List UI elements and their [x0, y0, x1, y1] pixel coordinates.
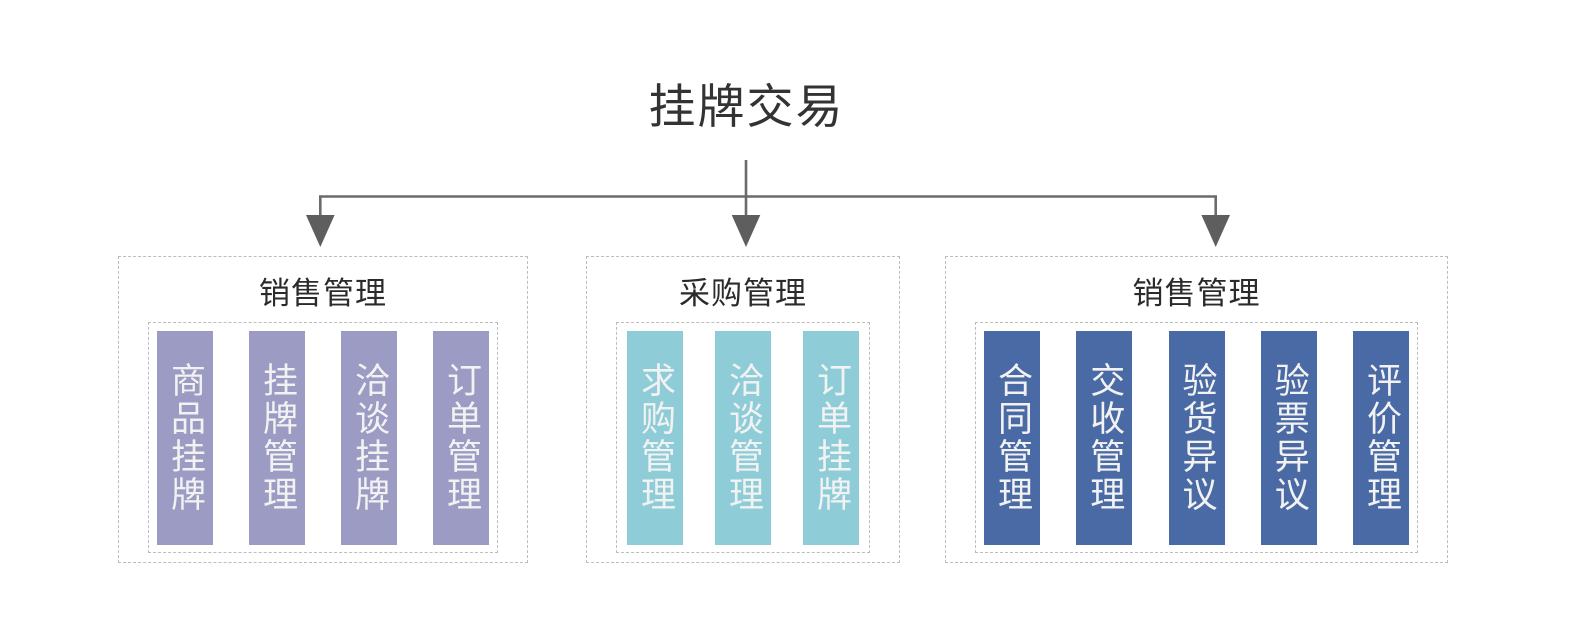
item-label: 评价管理	[1361, 361, 1401, 514]
item-card[interactable]: 合同管理	[984, 330, 1040, 545]
root-node-title: 挂牌交易	[648, 80, 845, 135]
group-procurement-management: 采购管理 求购管理 洽谈管理 订单挂牌	[586, 256, 900, 563]
item-card[interactable]: 评价管理	[1353, 330, 1409, 545]
item-label: 交收管理	[1084, 361, 1125, 514]
group-items-container: 求购管理 洽谈管理 订单挂牌	[616, 322, 870, 553]
item-label: 验货异议	[1176, 361, 1217, 514]
item-card[interactable]: 求购管理	[627, 330, 683, 545]
arrowhead-center-icon	[731, 215, 761, 247]
item-card[interactable]: 验票异议	[1260, 330, 1317, 545]
group-items-container: 合同管理 交收管理 验货异议 验票异议 评价管理	[975, 322, 1418, 553]
item-card[interactable]: 挂牌管理	[249, 330, 305, 545]
item-card[interactable]: 商品挂牌	[157, 330, 213, 545]
item-card[interactable]: 洽谈挂牌	[341, 330, 397, 545]
item-label: 合同管理	[992, 361, 1032, 514]
item-card[interactable]: 验货异议	[1168, 330, 1225, 545]
item-card[interactable]: 交收管理	[1076, 330, 1133, 545]
item-label: 商品挂牌	[165, 361, 205, 514]
item-label: 订单管理	[441, 361, 481, 514]
item-card[interactable]: 订单管理	[433, 330, 489, 545]
item-label: 求购管理	[635, 361, 675, 514]
item-label: 洽谈管理	[723, 361, 763, 514]
group-sales-management: 销售管理 商品挂牌 挂牌管理 洽谈挂牌 订单管理	[118, 256, 528, 563]
group-settlement-management: 销售管理 合同管理 交收管理 验货异议 验票异议 评价管理	[945, 256, 1448, 563]
item-card[interactable]: 订单挂牌	[803, 330, 859, 545]
arrowhead-right-icon	[1201, 215, 1230, 247]
item-label: 挂牌管理	[257, 361, 297, 514]
item-label: 验票异议	[1268, 361, 1309, 514]
item-label: 洽谈挂牌	[349, 361, 389, 514]
group-title: 销售管理	[259, 276, 387, 312]
group-title: 采购管理	[679, 276, 807, 312]
group-items-container: 商品挂牌 挂牌管理 洽谈挂牌 订单管理	[148, 322, 498, 553]
arrowhead-left-icon	[306, 215, 335, 247]
item-label: 订单挂牌	[811, 361, 851, 514]
group-title: 销售管理	[1132, 276, 1261, 312]
item-card[interactable]: 洽谈管理	[715, 330, 771, 545]
